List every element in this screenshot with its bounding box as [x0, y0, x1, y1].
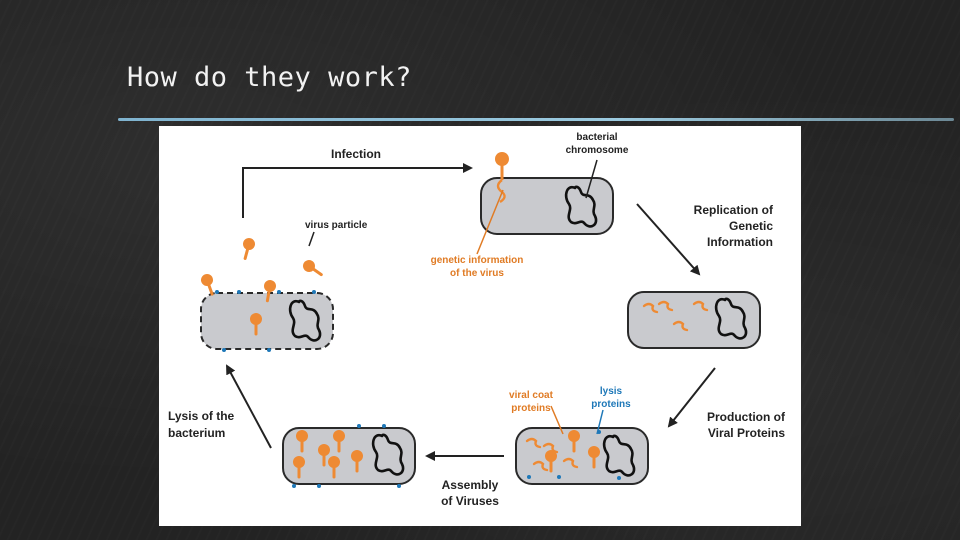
- label-replication-3: Information: [707, 235, 773, 249]
- label-lysis-1: Lysis of the: [168, 409, 235, 423]
- label-virus-particle: virus particle: [305, 220, 368, 231]
- label-bacterial-chromosome-2: chromosome: [566, 145, 629, 156]
- label-assembly-1: Assembly: [442, 478, 499, 492]
- label-production-1: Production of: [707, 410, 786, 424]
- assembly-cell: [282, 424, 416, 488]
- label-genetic-info-1: genetic information: [431, 255, 524, 266]
- label-viral-coat-2: proteins: [511, 403, 551, 414]
- label-bacterial-chromosome-1: bacterial: [576, 132, 617, 143]
- label-assembly-2: of Viruses: [441, 494, 499, 508]
- label-replication-2: Genetic: [729, 219, 773, 233]
- cycle-arrows: [226, 163, 716, 461]
- lysis-cell: [200, 290, 334, 352]
- label-lysis-proteins-2: proteins: [591, 399, 631, 410]
- bacteriophage-lifecycle-diagram: Infection bacterial chromosome virus par…: [159, 126, 801, 526]
- label-replication-1: Replication of: [694, 203, 774, 217]
- label-infection: Infection: [331, 147, 381, 161]
- replication-cell: [627, 291, 761, 349]
- infection-cell: [480, 152, 614, 235]
- label-lysis-2: bacterium: [168, 426, 225, 440]
- slide-title: How do they work?: [127, 62, 412, 93]
- production-cell: [515, 427, 649, 485]
- label-lysis-proteins-1: lysis: [600, 386, 623, 397]
- label-genetic-info-2: of the virus: [450, 268, 504, 279]
- label-production-2: Viral Proteins: [708, 426, 785, 440]
- label-viral-coat-1: viral coat: [509, 390, 554, 401]
- title-underline: [118, 118, 954, 121]
